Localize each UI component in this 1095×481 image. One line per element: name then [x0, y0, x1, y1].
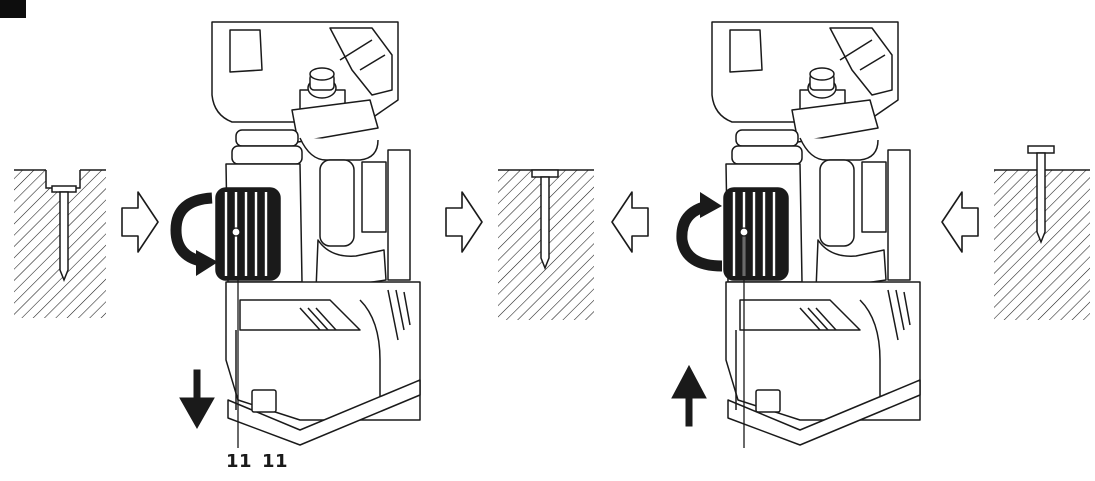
outline-arrow-left-icon [941, 191, 979, 253]
callout-label-left: 11 [226, 451, 253, 472]
wood-block-flush [498, 169, 594, 320]
nail-icon [1027, 145, 1055, 245]
nail-icon [51, 185, 77, 283]
outline-arrow-right-icon [445, 191, 483, 253]
depth-adjustment-wheel-left [215, 187, 281, 281]
arrow-up-icon [671, 364, 707, 427]
curved-arrow-counterclockwise-icon [676, 192, 723, 272]
wood-block-protruding [994, 145, 1090, 320]
corner-block [0, 0, 26, 18]
depth-adjustment-wheel-right [723, 187, 789, 281]
outline-arrow-right-icon [121, 191, 159, 253]
callout-label-right: 11 [262, 451, 289, 472]
nailer-tool-right [711, 21, 921, 446]
wood-block-countersunk [14, 169, 106, 318]
outline-arrow-left-icon [611, 191, 649, 253]
arrow-down-icon [179, 369, 215, 430]
nail-icon [531, 169, 559, 271]
curved-arrow-clockwise-icon [170, 192, 218, 276]
